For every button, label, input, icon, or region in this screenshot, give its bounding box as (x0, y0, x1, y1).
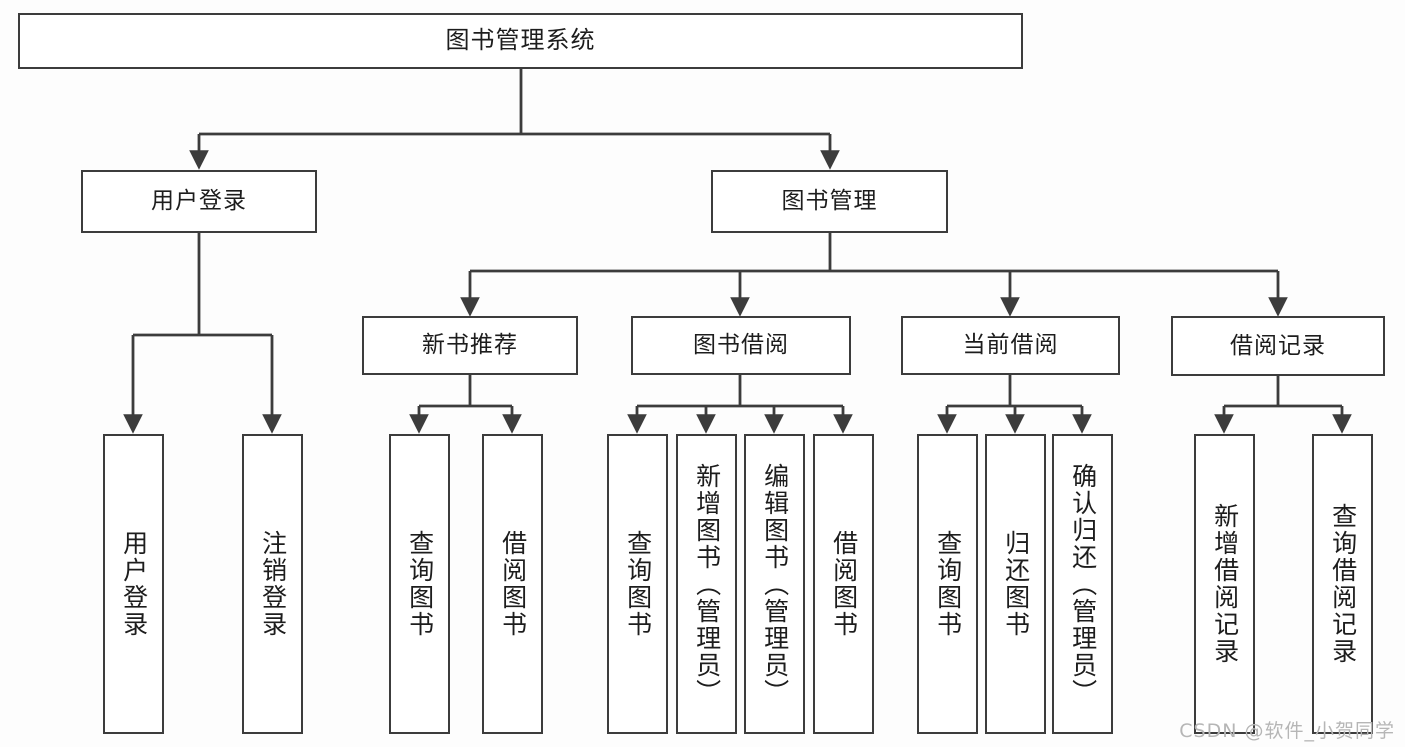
node-label: 查询图书 (933, 530, 963, 638)
node-label: 图书借阅 (693, 332, 789, 359)
node-new-book-recommend[interactable]: 新书推荐 (362, 316, 578, 375)
leaf-borrow-book[interactable]: 借阅图书 (813, 434, 874, 734)
leaf-confirm-return-admin[interactable]: 确认归还（管理员） (1052, 434, 1113, 734)
node-book-borrow[interactable]: 图书借阅 (631, 316, 851, 375)
node-user-login[interactable]: 用户登录 (81, 170, 317, 233)
node-label: 新书推荐 (422, 332, 518, 359)
node-label: 用户登录 (151, 188, 247, 215)
leaf-query-borrow-record[interactable]: 查询借阅记录 (1312, 434, 1373, 734)
node-label: 图书管理系统 (445, 26, 596, 55)
node-label: 查询图书 (623, 530, 653, 638)
leaf-query-book-current[interactable]: 查询图书 (917, 434, 978, 734)
node-label: 新增借阅记录 (1210, 503, 1240, 665)
leaf-add-book-admin[interactable]: 新增图书（管理员） (676, 434, 737, 734)
leaf-edit-book-admin[interactable]: 编辑图书（管理员） (744, 434, 805, 734)
node-root-system[interactable]: 图书管理系统 (18, 13, 1023, 69)
node-label: 当前借阅 (962, 332, 1059, 359)
node-label: 查询借阅记录 (1328, 503, 1358, 665)
node-label: 借阅图书 (829, 530, 859, 638)
leaf-logout[interactable]: 注销登录 (242, 434, 303, 734)
node-label: 编辑图书（管理员） (760, 462, 790, 706)
node-label: 用户登录 (119, 530, 149, 638)
leaf-user-login[interactable]: 用户登录 (103, 434, 164, 734)
node-label: 借阅图书 (498, 530, 528, 638)
leaf-query-book-borrow[interactable]: 查询图书 (607, 434, 668, 734)
leaf-return-book[interactable]: 归还图书 (985, 434, 1046, 734)
node-label: 查询图书 (405, 530, 435, 638)
node-label: 注销登录 (258, 530, 288, 638)
node-current-borrow[interactable]: 当前借阅 (901, 316, 1120, 375)
node-label: 归还图书 (1001, 530, 1031, 638)
node-label: 确认归还（管理员） (1068, 462, 1098, 706)
node-book-management[interactable]: 图书管理 (711, 170, 948, 233)
node-label: 借阅记录 (1230, 332, 1326, 359)
leaf-query-book-newbook[interactable]: 查询图书 (389, 434, 450, 734)
node-label: 新增图书（管理员） (692, 462, 722, 706)
leaf-add-borrow-record[interactable]: 新增借阅记录 (1194, 434, 1255, 734)
node-borrow-record[interactable]: 借阅记录 (1171, 316, 1385, 376)
leaf-borrow-book-newbook[interactable]: 借阅图书 (482, 434, 543, 734)
node-label: 图书管理 (781, 188, 878, 215)
